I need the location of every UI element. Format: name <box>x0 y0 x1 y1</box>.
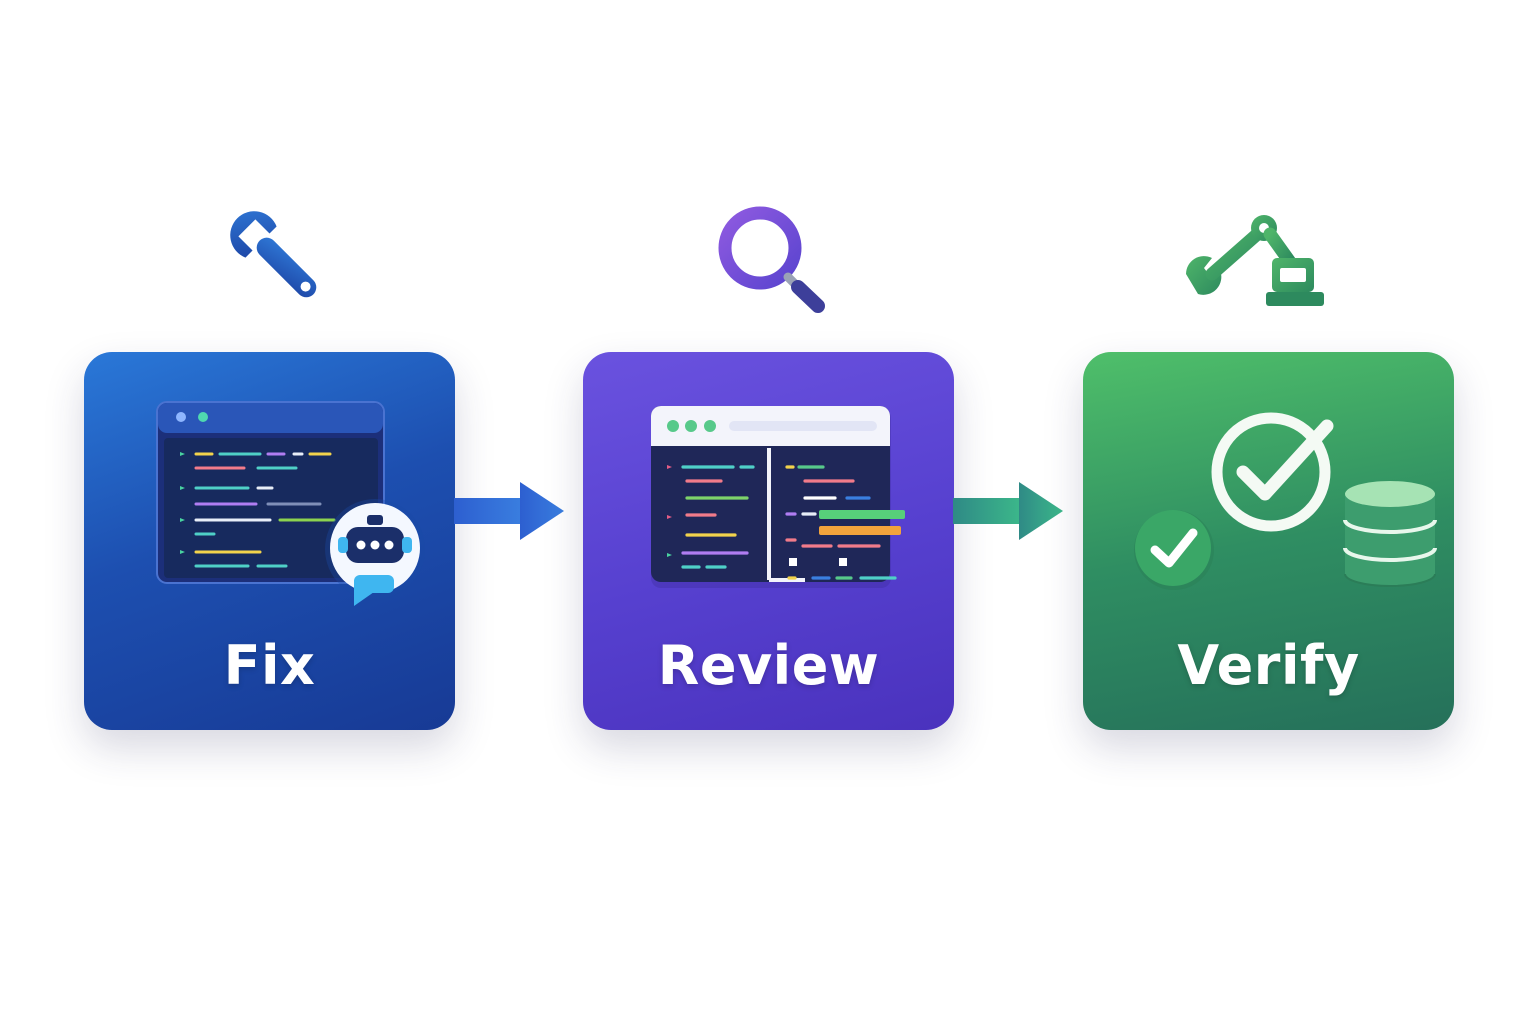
checkmarks-and-database-illustration <box>1134 412 1437 590</box>
step-label-verify: Verify <box>1177 634 1360 697</box>
code-editor-with-chatbot-illustration <box>156 401 425 606</box>
arrow-right-icon <box>953 480 1065 548</box>
step-card-review: Review <box>583 352 954 730</box>
diff-review-window-illustration <box>651 406 905 588</box>
step-card-verify: Verify <box>1083 352 1454 730</box>
magnifier-icon <box>714 203 830 315</box>
arrow-right-icon <box>454 480 566 548</box>
step-card-fix: Fix <box>84 352 455 730</box>
robotic-arm-wrench-icon <box>1182 210 1332 310</box>
wrench-icon <box>224 205 332 313</box>
step-label-fix: Fix <box>223 634 316 697</box>
step-label-review: Review <box>657 634 880 697</box>
